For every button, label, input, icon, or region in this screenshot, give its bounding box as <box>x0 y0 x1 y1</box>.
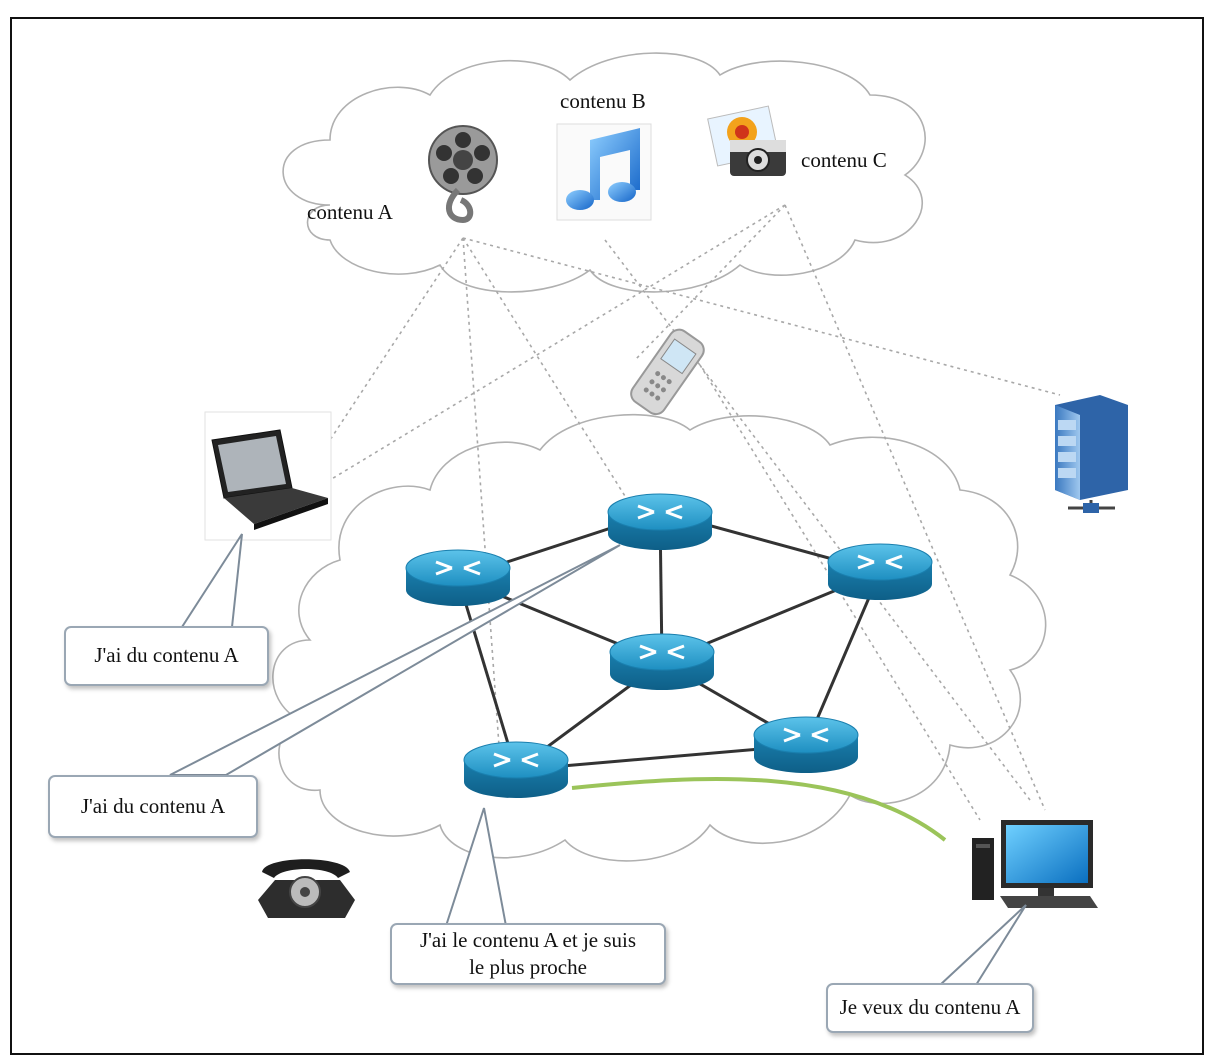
nearest-path <box>571 776 947 842</box>
content-b-label: contenu B <box>560 89 646 113</box>
film-reel-icon <box>428 125 498 224</box>
desktop-computer-icon <box>972 820 1098 908</box>
router-icon <box>827 543 933 600</box>
nearest-router-callout: J'ai le contenu A et je suis le plus pro… <box>390 923 666 985</box>
content-c-label: contenu C <box>801 148 887 172</box>
rotary-telephone-icon <box>258 859 355 918</box>
server-icon <box>1055 395 1128 513</box>
outer-frame <box>10 17 1204 1055</box>
router-icon <box>753 716 859 773</box>
content-a-label: contenu A <box>307 200 393 224</box>
router-icon <box>607 493 713 550</box>
mobile-phone-icon <box>630 328 705 416</box>
router-callout: J'ai du contenu A <box>48 775 258 838</box>
music-note-icon <box>556 123 652 221</box>
router-icon <box>405 549 511 606</box>
router-icon <box>609 633 715 690</box>
camera-photo-icon <box>707 105 786 176</box>
router-icon <box>463 741 569 798</box>
desktop-callout: Je veux du contenu A <box>826 983 1034 1033</box>
laptop-callout: J'ai du contenu A <box>64 626 269 686</box>
laptop-icon <box>204 411 332 541</box>
